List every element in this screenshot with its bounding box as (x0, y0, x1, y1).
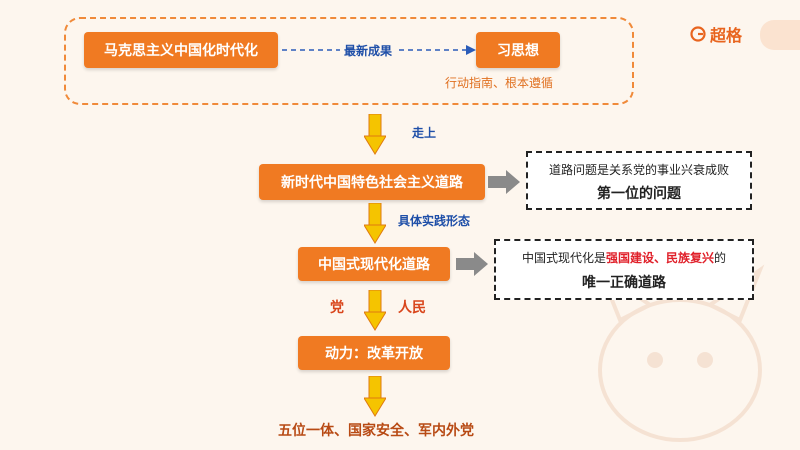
brand-logo: 超格 (690, 22, 742, 46)
box-thought: 习思想 (476, 32, 560, 68)
note-modernization: 中国式现代化是强国建设、民族复兴的 唯一正确道路 (494, 239, 754, 300)
top-group-frame (64, 17, 634, 105)
box-chinese-modernization: 中国式现代化道路 (298, 247, 450, 281)
note1-line2: 第一位的问题 (597, 186, 681, 202)
note2-prefix: 中国式现代化是 (521, 251, 606, 265)
label-party: 党 (330, 300, 344, 316)
bottom-summary: 五位一体、国家安全、军内外党 (278, 423, 474, 439)
box-socialism-path: 新时代中国特色社会主义道路 (259, 164, 485, 200)
note1-line1: 道路问题是关系党的事业兴衰成败 (548, 163, 729, 177)
down-arrow-1 (364, 114, 386, 155)
gray-arrow-2 (456, 252, 488, 276)
label-people: 人民 (398, 300, 426, 316)
note-path-question: 道路问题是关系党的事业兴衰成败 第一位的问题 (526, 151, 752, 210)
g-circle-icon (690, 26, 706, 42)
arrow-label-latest-result: 最新成果 (340, 42, 397, 59)
caption-guide: 行动指南、根本遵循 (445, 76, 554, 90)
note2-line1: 中国式现代化是强国建设、民族复兴的 (496, 249, 752, 266)
down-arrow-3 (364, 290, 386, 331)
corner-decoration (760, 20, 800, 50)
note2-line2: 唯一正确道路 (582, 275, 666, 291)
box-marxism-sinicization: 马克思主义中国化时代化 (84, 32, 278, 68)
down-arrow-2 (364, 203, 386, 244)
label-step-onto: 走上 (412, 126, 437, 140)
brand-name: 超格 (710, 26, 743, 45)
down-arrow-4 (364, 376, 386, 417)
note2-highlight: 强国建设、民族复兴 (605, 251, 714, 265)
note2-suffix: 的 (714, 251, 727, 265)
box-reform-opening: 动力：改革开放 (298, 336, 450, 370)
gray-arrow-1 (488, 170, 520, 194)
label-practice-form: 具体实践形态 (398, 214, 471, 228)
